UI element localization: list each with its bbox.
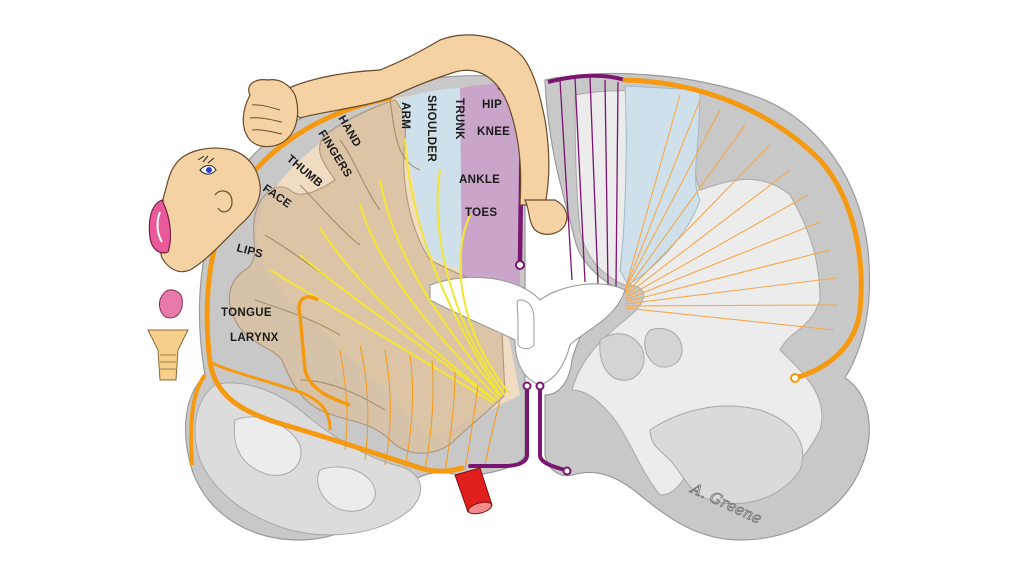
left-hemisphere xyxy=(184,75,626,541)
midline-aca-pair xyxy=(468,386,567,472)
label-tongue: TONGUE xyxy=(221,307,272,319)
right-insula-folds xyxy=(599,327,683,381)
label-larynx: LARYNX xyxy=(230,332,279,344)
corticospinal-tract-fibers xyxy=(269,139,509,403)
left-mca-inner-branch xyxy=(209,360,332,431)
homunculus-ear xyxy=(214,190,233,213)
label-hip: HIP xyxy=(482,99,502,111)
left-blue-region xyxy=(398,88,465,270)
right-temporal-gyri xyxy=(649,405,804,505)
label-toes: TOES xyxy=(465,207,497,219)
ventricle-midline xyxy=(516,299,535,350)
homunculus-hand xyxy=(242,79,299,148)
right-aca-outer xyxy=(547,73,626,84)
lenticulostriate-fibers xyxy=(339,344,501,473)
homunculus-foot xyxy=(524,199,568,235)
label-shoulder: SHOULDER xyxy=(425,95,437,162)
label-trunk: TRUNK xyxy=(453,98,465,140)
homunculus-mouth xyxy=(148,199,172,254)
left-mca-lower-branch xyxy=(189,373,207,466)
homunculus-figure xyxy=(147,34,568,381)
label-ankle: ANKLE xyxy=(459,174,500,186)
homunculus-finger-lines xyxy=(249,104,283,135)
right-radiating-fibers xyxy=(624,94,839,331)
left-leg-region xyxy=(460,83,520,288)
homunculus-tongue xyxy=(159,289,183,319)
label-arm: ARM xyxy=(399,102,411,129)
label-knee: KNEE xyxy=(477,126,510,138)
larynx-rings xyxy=(160,354,176,370)
homunculus-arm xyxy=(274,34,550,206)
right-mca-outer xyxy=(622,77,864,381)
left-motor-gyri xyxy=(228,99,506,454)
left-mca-sylvian-branch xyxy=(297,295,351,407)
right-hemisphere xyxy=(544,72,871,541)
left-mca-outer xyxy=(204,95,465,474)
right-aca-branches xyxy=(559,77,619,289)
